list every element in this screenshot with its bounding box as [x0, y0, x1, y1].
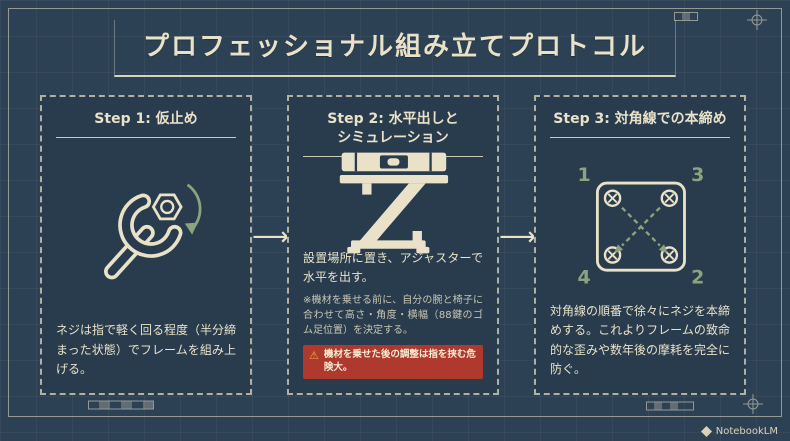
step-3-body: 対角線の順番で徐々にネジを本締めする。これよりフレームの致命的な歪みや数年後の摩… [550, 304, 731, 376]
flow-arrow-icon: ⟶ [252, 222, 290, 252]
brand-label: NotebookLM [715, 426, 778, 437]
step-2-note: ※機材を乗せる前に、自分の腕と椅子に合わせて高さ・角度・横幅（88鍵のゴム足位置… [303, 295, 483, 337]
page-title: プロフェッショナル組み立てプロトコル [113, 20, 676, 77]
crosshair-icon [747, 10, 767, 30]
blueprint-frame [8, 8, 782, 417]
step-1-panel: Step 1: 仮止め ネジは指で軽く回る程度（半分締まった状態）でフレームを組… [40, 95, 252, 395]
corner-number-2: 2 [691, 266, 704, 288]
warning-icon: ⚠ [309, 349, 319, 363]
step-3-heading: Step 3: 対角線での本締め [550, 110, 730, 138]
step-2-heading: Step 2: 水平出しと シミュレーション [303, 110, 483, 157]
ruler-icon [646, 401, 694, 411]
crosshair-icon [743, 394, 763, 414]
ruler-icon [674, 12, 698, 21]
corner-number-3: 3 [691, 164, 704, 186]
wrench-icon [104, 183, 202, 280]
title-block: プロフェッショナル組み立てプロトコル [0, 20, 790, 77]
corner-number-4: 4 [578, 266, 591, 288]
step-3-panel: Step 3: 対角線での本締め [534, 95, 746, 395]
footer-brand: NotebookLM [700, 426, 778, 437]
corner-number-1: 1 [578, 164, 591, 186]
step-3-icon-area: 1 3 4 2 [550, 138, 730, 302]
step-2-icon-area [303, 152, 483, 254]
flow-arrow-icon: ⟶ [499, 222, 537, 252]
notebooklm-logo-icon [700, 426, 712, 437]
diagonal-tightening-icon: 1 3 4 2 [578, 164, 705, 288]
ruler-icon [88, 400, 154, 410]
step-1-body: ネジは指で軽く回る程度（半分締まった状態）でフレームを組み上げる。 [56, 323, 237, 376]
step-2-warning-text: 機材を乗せた後の調整は指を挟む危険大。 [323, 349, 476, 374]
step-2-body: 設置場所に置き、アジャスターで水平を出す。 [303, 251, 483, 285]
step-2-panel: Step 2: 水平出しと シミュレーション 設置場所に置き、アジャスターで水平… [287, 95, 499, 395]
step-1-icon-area [56, 138, 236, 322]
level-stand-icon [339, 152, 449, 254]
step-1-heading: Step 1: 仮止め [56, 110, 236, 138]
step-2-warning: ⚠ 機材を乗せた後の調整は指を挟む危険大。 [303, 345, 483, 379]
